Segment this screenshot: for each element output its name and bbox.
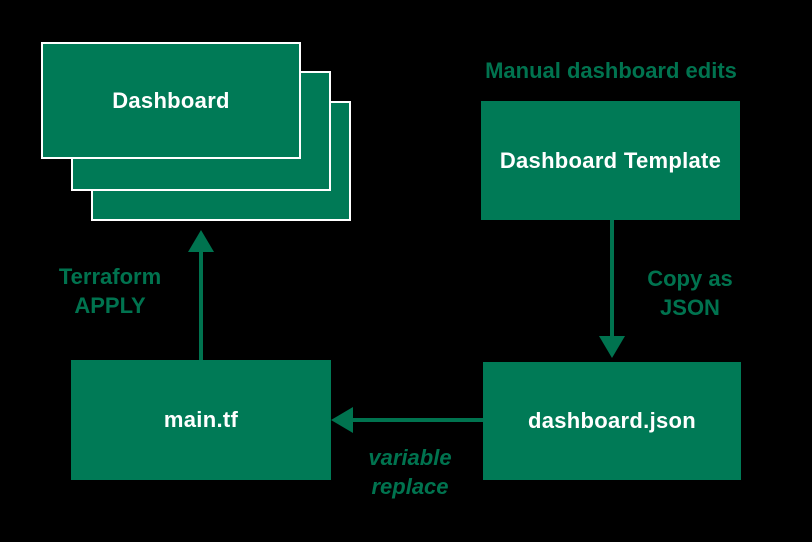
terraform-apply-arrow-line [199, 250, 203, 360]
manual-edits-caption: Manual dashboard edits [485, 58, 737, 83]
copy-as-json-label-line2: JSON [660, 295, 720, 320]
terraform-apply-label-line1: Terraform [58, 264, 162, 289]
dashboard-stack-box-front: Dashboard [41, 42, 301, 159]
arrow-up-head-icon [188, 230, 214, 252]
dashboard-json-label: dashboard.json [528, 408, 696, 433]
dashboard-template-box: Dashboard Template [481, 101, 740, 220]
dashboard-template-label: Dashboard Template [499, 147, 722, 173]
copy-as-json-label-line1: Copy as [647, 266, 733, 291]
variable-replace-label: variable replace [345, 443, 475, 501]
dashboard-stack-label: Dashboard [112, 87, 230, 113]
copy-as-json-arrow-line [610, 220, 614, 338]
arrow-left-head-icon [331, 407, 353, 433]
terraform-apply-label-line2: APPLY [74, 293, 146, 318]
main-tf-box: main.tf [71, 360, 331, 480]
main-tf-label: main.tf [163, 407, 239, 432]
variable-replace-label-line2: replace [371, 474, 449, 499]
copy-as-json-label: Copy as JSON [620, 264, 760, 322]
arrow-down-head-icon [599, 336, 625, 358]
dashboard-json-box: dashboard.json [483, 362, 741, 480]
variable-replace-arrow-line [351, 418, 483, 422]
variable-replace-label-line1: variable [368, 445, 452, 470]
terraform-apply-label: Terraform APPLY [30, 262, 190, 320]
